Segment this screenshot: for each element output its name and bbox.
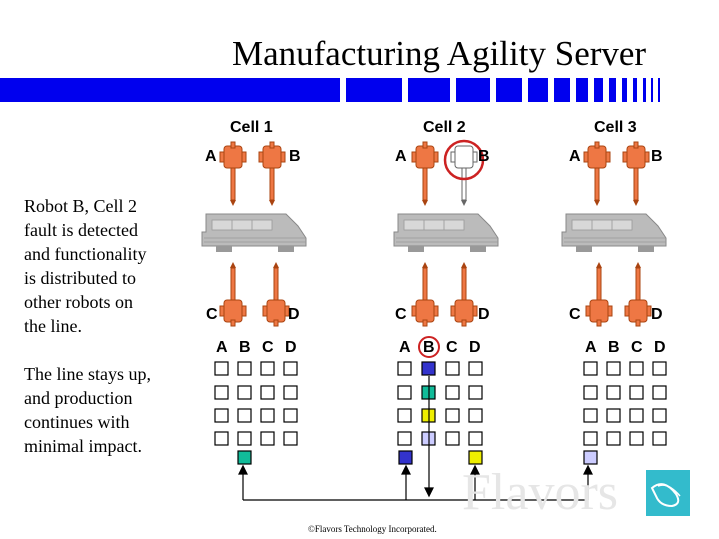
desc-line: Robot B, Cell 2: [24, 196, 138, 216]
cell1-robot-d-label: D: [288, 306, 300, 323]
cell1-van-icon: [201, 213, 307, 253]
desc-line: other robots on: [24, 292, 133, 312]
cell3-col-b: B: [608, 339, 620, 356]
cell3-col-d: D: [654, 339, 666, 356]
cell3-robot-c-icon: [585, 261, 613, 327]
cell1-col-a: A: [216, 339, 228, 356]
cell1-robot-c-icon: [219, 261, 247, 327]
cell2-robot-a-label: A: [395, 148, 407, 165]
cell2-van-icon: [393, 213, 499, 253]
watermark-text: Flavors: [462, 464, 618, 521]
cell3-robot-d-icon: [624, 261, 652, 327]
cell2-output-square-a: [398, 450, 413, 465]
cell1-col-b: B: [239, 339, 251, 356]
cell1-task-grid: [214, 361, 298, 446]
column-fault-circle-icon: [418, 336, 440, 358]
cell2-col-b: B: [423, 339, 435, 356]
cell1-robot-b-label: B: [289, 148, 301, 165]
cell3-robot-b-icon: [622, 141, 650, 207]
desc-line: the line.: [24, 316, 82, 336]
cell1-robot-b-icon: [258, 141, 286, 207]
cell1-robot-a-icon: [219, 141, 247, 207]
cell2-robot-d-icon: [450, 261, 478, 327]
cell3-label: Cell 3: [594, 119, 637, 136]
desc-line: The line stays up,: [24, 364, 151, 384]
cell1-robot-c-label: C: [206, 306, 218, 323]
cell2-output-square-d: [468, 450, 483, 465]
desc-line: fault is detected: [24, 220, 138, 240]
cell3-van-icon: [561, 213, 667, 253]
slide-title: Manufacturing Agility Server: [232, 34, 647, 73]
impact-description: The line stays up, and production contin…: [24, 362, 189, 458]
cell2-label: Cell 2: [423, 119, 466, 136]
cell1-output-square: [237, 450, 252, 465]
cell3-task-grid: [583, 361, 667, 446]
cell3-col-c: C: [631, 339, 643, 356]
cell2-robot-b-label: B: [478, 148, 490, 165]
title-band: [0, 78, 660, 102]
desc-line: and production: [24, 388, 133, 408]
fault-description: Robot B, Cell 2 fault is detected and fu…: [24, 194, 189, 338]
cell3-robot-d-label: D: [651, 306, 663, 323]
cell2-col-c: C: [446, 339, 458, 356]
desc-line: is distributed to: [24, 268, 136, 288]
copyright-footer: ©Flavors Technology Incorporated.: [308, 524, 437, 534]
flavors-logo-icon: [646, 470, 690, 516]
cell2-col-d: D: [469, 339, 481, 356]
cell3-robot-a-label: A: [569, 148, 581, 165]
desc-line: minimal impact.: [24, 436, 142, 456]
cell3-robot-c-label: C: [569, 306, 581, 323]
cell2-robot-d-label: D: [478, 306, 490, 323]
cell3-output-square: [583, 450, 598, 465]
distribution-connectors: [238, 376, 593, 501]
cell2-robot-c-icon: [411, 261, 439, 327]
desc-line: continues with: [24, 412, 130, 432]
cell1-label: Cell 1: [230, 119, 273, 136]
cell1-robot-a-label: A: [205, 148, 217, 165]
cell2-robot-a-icon: [411, 141, 439, 207]
cell2-robot-c-label: C: [395, 306, 407, 323]
cell3-robot-a-icon: [583, 141, 611, 207]
desc-line: and functionality: [24, 244, 147, 264]
cell3-robot-b-label: B: [651, 148, 663, 165]
cell2-col-a: A: [399, 339, 411, 356]
cell1-robot-d-icon: [262, 261, 290, 327]
cell1-col-c: C: [262, 339, 274, 356]
cell3-col-a: A: [585, 339, 597, 356]
cell1-col-d: D: [285, 339, 297, 356]
fault-circle-icon: [443, 139, 485, 181]
cell2-task-grid: [397, 361, 483, 446]
